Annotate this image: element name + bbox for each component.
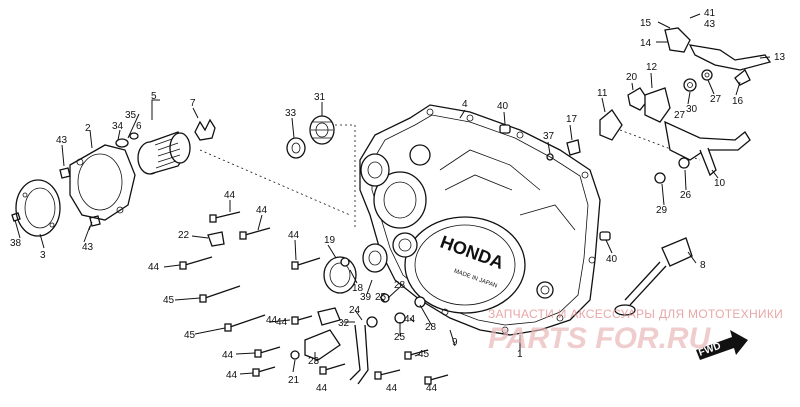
part-label: 40 [497,101,509,112]
part-label: 37 [543,131,555,142]
oil-filter-cover [15,179,61,237]
part-label: 43 [704,19,716,30]
part-label: 21 [288,375,300,386]
part-label: 43 [56,135,68,146]
part-label: 15 [640,18,652,29]
part-label: 22 [178,230,190,241]
part-label: 38 [10,238,22,249]
bolt [59,167,71,179]
part-label: 28 [425,322,437,333]
part-label: 10 [714,178,726,189]
oil-filter-element [137,131,191,175]
dowel-pin [599,231,611,241]
part-label: 44 [316,383,328,394]
part-label: 44 [226,370,238,381]
guide-line-filter [199,149,351,216]
part-label: 24 [349,305,361,316]
part-label: 31 [314,92,326,103]
shift-drum-cam [644,87,671,123]
part-label: 20 [626,72,638,83]
bolt-set [179,211,449,385]
part-label: 44 [276,317,288,328]
part-label: 30 [686,104,698,115]
part-label: 3 [40,250,46,261]
part-label: 44 [386,383,398,394]
washer [654,172,666,184]
leader-lines [14,13,771,375]
o-ring [115,138,129,148]
part-label: 23 [308,356,320,367]
part-label: 44 [256,205,268,216]
oil-filter-housing [69,144,136,221]
part-label: 44 [224,190,236,201]
part-label: 18 [352,283,364,294]
part-label: 26 [680,190,692,201]
guide-line-gear [330,124,356,230]
part-label: 44 [148,262,160,273]
oil-dipstick [614,237,693,316]
part-label: 44 [404,314,416,325]
part-label: 45 [163,295,175,306]
part-label: 44 [288,230,300,241]
filter-spring [194,118,216,141]
part-label: 43 [82,242,94,253]
shift-plate [627,87,649,111]
dowel-pin [499,124,511,134]
part-labels: 41 43 15 14 13 12 20 11 16 27 30 17 37 4… [10,8,786,394]
part-label: 34 [112,121,124,132]
part-label: 33 [285,108,297,119]
part-label: 25 [394,332,406,343]
part-label: 2 [85,123,91,134]
part-label: 9 [452,337,458,348]
part-label: 25 [375,292,387,303]
washer [701,69,713,81]
part-label: 7 [190,98,196,109]
part-label: 32 [338,318,350,329]
part-label: 17 [566,114,578,125]
watermark-brand: PARTS FOR.RU [488,322,712,355]
bolt [11,212,21,222]
part-label: 44 [222,350,234,361]
part-label: 27 [710,94,722,105]
part-label: 11 [597,88,608,99]
part-label: 14 [640,38,652,49]
part-label: 19 [324,235,336,246]
part-label: 41 [704,8,716,19]
part-label: 44 [426,383,438,394]
o-ring-small [129,132,139,140]
part-label: 27 [674,110,686,121]
watermark-text: ЗАПЧАСТИ И АКСЕССУАРЫ ДЛЯ МОТОТЕХНИКИ [488,307,783,321]
clutch-cover-plate [323,243,388,294]
part-label: 35 [125,110,137,121]
part-label: 1 [517,349,523,360]
pin [566,139,581,156]
part-label: 12 [646,62,658,73]
part-label: 29 [656,205,668,216]
washer [678,157,690,169]
part-label: 16 [732,96,744,107]
crankcase-cover: HONDA MADE IN JAPAN [359,104,601,336]
shift-arm [599,109,623,141]
part-label: 44 [266,315,278,326]
washer [683,78,697,92]
cable-bracket [290,257,426,385]
part-label: 8 [700,260,706,271]
part-label: 6 [136,121,142,132]
part-label: 45 [418,349,430,360]
part-label: 13 [774,52,786,63]
part-label: 4 [462,99,468,110]
kick-lever-assembly [664,27,772,177]
part-label: 28 [394,280,406,291]
part-label: 39 [360,292,372,303]
watermark: ЗАПЧАСТИ И АКСЕССУАРЫ ДЛЯ МОТОТЕХНИКИ PA… [488,307,783,355]
part-label: 45 [184,330,196,341]
part-label: 5 [151,91,157,102]
part-label: 40 [606,254,618,265]
forward-direction-arrow: FWD [696,330,748,360]
